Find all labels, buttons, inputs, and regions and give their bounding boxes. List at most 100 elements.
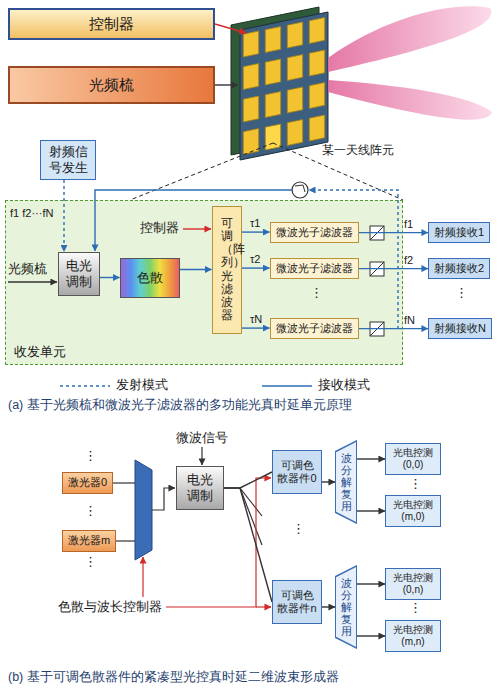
edge-label: τ1 — [249, 217, 261, 230]
caption: (b) 基于可调色散器件的紧凑型光控真时延二维波束形成器 — [8, 670, 339, 684]
caption: (a) 基于光频梳和微波光子滤波器的多功能光真时延单元原理 — [8, 398, 352, 412]
transceiver-region: 收发单元电光调制色散可调（阵列）光滤波器微波光子滤波器微波光子滤波器微波光子滤波… — [5, 200, 403, 365]
control-arrow — [215, 24, 246, 33]
connector — [242, 231, 270, 232]
connector — [359, 328, 429, 329]
text-label: ⋮ — [455, 286, 468, 301]
antenna-element — [287, 87, 302, 113]
modulator-box: 电光调制 — [58, 252, 100, 296]
control-line — [256, 606, 271, 607]
edge-label: τ2 — [249, 253, 261, 266]
text-label: ⋮ — [84, 555, 97, 570]
multiplexer — [135, 460, 152, 560]
node-label: 波分解复用 — [341, 452, 352, 512]
node-label: 射频接收1 — [434, 226, 484, 239]
demux-trapezoid: 波分解复用 — [335, 440, 357, 524]
comb-arrow — [215, 84, 238, 85]
tunable-dispersion-box: 可调色散器件0 — [272, 450, 322, 494]
antenna-element — [309, 83, 324, 109]
connector — [63, 180, 64, 252]
connector — [242, 327, 270, 328]
antenna-element — [265, 59, 280, 85]
comb-arrow — [8, 281, 57, 282]
text-label: 微波信号 — [176, 431, 228, 446]
legend-text: 接收模式 — [318, 378, 370, 393]
connector — [357, 458, 385, 459]
tunable-dispersion-box: 可调色散器件n — [272, 580, 322, 624]
control-line — [142, 557, 143, 597]
connector — [322, 606, 335, 607]
connector — [180, 269, 212, 270]
photodetector-box: 光电控测 (m,0) — [385, 495, 441, 527]
node-label: 电光调制 — [64, 258, 94, 289]
generator-box: 射频信号发生 — [40, 140, 96, 180]
photodetector-box: 光电控测 (0,0) — [385, 443, 441, 475]
legend-sample — [60, 385, 110, 387]
receiver-box: 射频接收1 — [428, 222, 490, 243]
demux-trapezoid: 波分解复用 — [335, 565, 357, 649]
antenna-element — [265, 92, 280, 118]
text-label: 控制器 — [140, 221, 179, 236]
node-label: 射频接收2 — [434, 262, 484, 275]
antenna-element — [287, 22, 302, 48]
splitter-branch — [240, 488, 262, 545]
legend-sample — [262, 385, 312, 387]
node-label: 电光调制 — [182, 472, 218, 503]
connector — [359, 268, 429, 269]
connector — [100, 277, 120, 278]
node-label: 激光器0 — [68, 476, 107, 489]
node-label: 可调色散器件n — [276, 589, 318, 615]
filter-array-box: 可调（阵列）光滤波器 — [212, 206, 242, 334]
antenna-element — [243, 129, 258, 155]
antenna-element — [287, 120, 302, 146]
node-label: 可调（阵列）光滤波器 — [221, 217, 233, 323]
mwp-filter-box: 微波光子滤波器 — [270, 318, 359, 339]
edge-label: f2 — [403, 254, 414, 267]
antenna-element — [287, 55, 302, 81]
edge-label: f1 f2···fN — [9, 207, 54, 220]
node-label: 射频信号发生 — [46, 144, 90, 175]
antenna-element — [243, 31, 258, 57]
node-label: 射频接收N — [434, 322, 486, 335]
signal-arrow — [201, 447, 202, 465]
node-label: 光电控测 (0,0) — [389, 447, 437, 471]
comb-box: 光频梳 — [8, 66, 215, 104]
text-label: 某一天线阵元 — [322, 144, 394, 158]
radiation-beam — [328, 6, 491, 72]
node-label: 可调色散器件0 — [276, 459, 318, 485]
dispersion-box: 色散 — [120, 258, 180, 298]
connector — [224, 472, 272, 488]
laser-box: 激光器0 — [62, 472, 113, 494]
node-label: 波分解复用 — [341, 577, 352, 637]
zoom-line — [273, 143, 403, 200]
antenna-element — [243, 64, 258, 90]
node-label: 光电控测 (m,0) — [389, 499, 437, 523]
fiber-line — [152, 488, 175, 510]
connector — [322, 481, 335, 482]
edge-label: τN — [249, 313, 263, 326]
node-label: 微波光子滤波器 — [276, 226, 353, 239]
node-label: 激光器m — [68, 534, 110, 547]
node-label: 微波光子滤波器 — [276, 322, 353, 335]
connector — [359, 232, 429, 233]
laser-box: 激光器m — [62, 530, 116, 552]
text-label: ⋮ — [84, 449, 97, 464]
connector — [357, 583, 385, 584]
text-label: 色散与波长控制器 — [58, 600, 162, 615]
text-label: ⋮ — [292, 522, 305, 537]
receiver-box: 射频接收N — [428, 318, 492, 339]
node-label: 色散 — [137, 270, 163, 286]
connector — [357, 510, 385, 511]
connector — [242, 267, 270, 268]
antenna-element — [265, 124, 280, 150]
node-label: 光电控测 (m,n) — [389, 624, 437, 648]
text-label: ⋮ — [409, 601, 422, 616]
mwp-filter-box: 微波光子滤波器 — [270, 258, 359, 279]
antenna-element — [265, 27, 280, 53]
antenna-element — [243, 96, 258, 122]
text-label: 光频梳 — [8, 262, 47, 277]
fiber-line — [113, 482, 135, 483]
modulator-box: 电光调制 — [176, 466, 224, 510]
radiation-beam — [328, 80, 492, 120]
